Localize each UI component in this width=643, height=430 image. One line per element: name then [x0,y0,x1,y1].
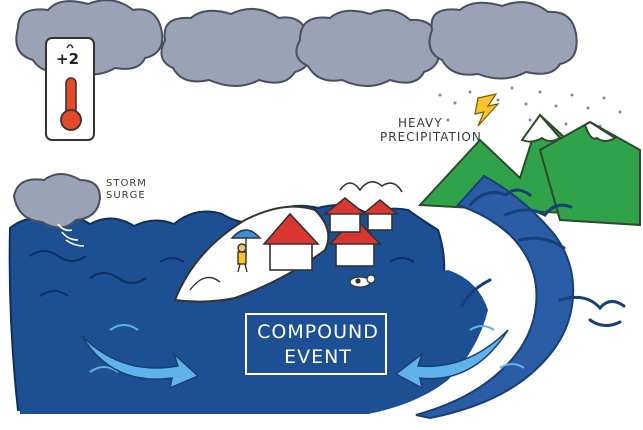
compound-event-label: COMPOUND EVENT [257,321,379,368]
thermometer-icon [45,37,95,141]
house-icon [360,198,400,231]
compound-event-box [245,313,387,375]
cloud-icon [428,1,578,80]
heavy-precipitation-label: HEAVY PRECIPITATION [380,116,482,144]
village [262,181,403,271]
cloud-icon [295,9,441,87]
arrow-icon [81,335,200,390]
wave-icon [89,324,525,373]
thermometer-reading: +2 [56,50,80,68]
wind-lines [57,223,85,247]
cloud-bank [15,0,578,87]
cloud-icon [160,7,313,87]
mountain-range [417,113,641,227]
lightning-icon [474,93,500,127]
house-icon [322,196,368,233]
arrow-icon [394,329,509,390]
bay [18,270,488,414]
dog-icon [349,274,376,288]
umbrella-person-icon [230,229,262,273]
river-branches [460,188,626,327]
wave-icon [29,250,415,297]
storm-surge-label: STORM SURGE [106,178,147,201]
mountain-icon [538,120,641,227]
cloud-icon [12,173,102,229]
house-icon [262,212,320,271]
